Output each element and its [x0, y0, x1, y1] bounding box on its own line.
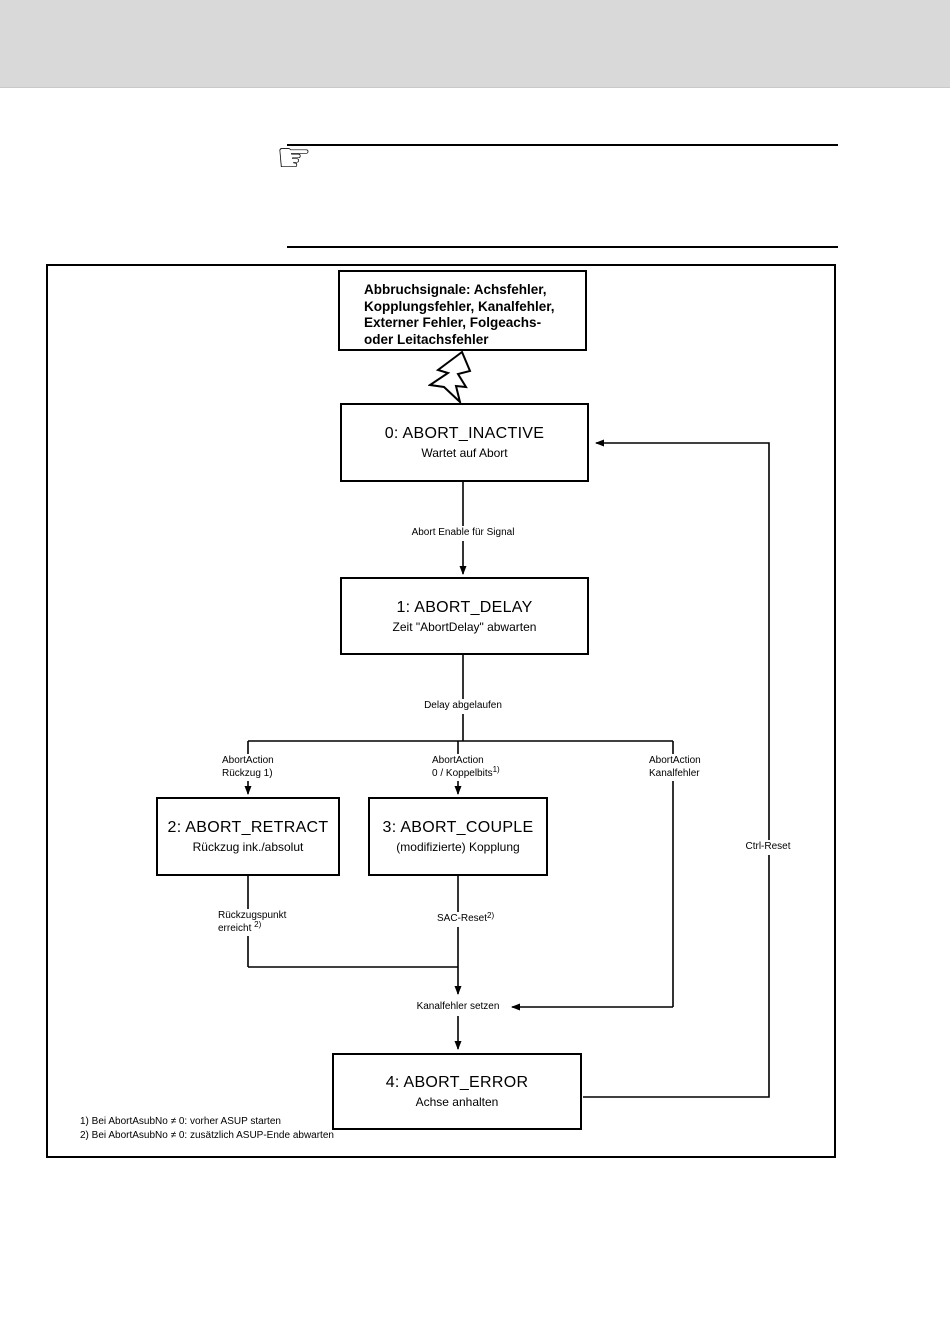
label-line: AbortAction — [432, 755, 484, 766]
state-subtitle: Wartet auf Abort — [421, 446, 508, 460]
note-rule-top — [287, 144, 838, 146]
manicule-icon: ☞ — [276, 135, 312, 181]
label-rueckzugspunkt-erreicht: Rückzugspunkt erreicht 2) — [215, 909, 290, 936]
state-subtitle: (modifizierte) Kopplung — [396, 840, 520, 854]
label-abortaction-kanalfehler: AbortAction Kanalfehler — [646, 754, 704, 781]
label-line: 0 / Koppelbits — [432, 767, 493, 779]
label-abort-enable: Abort Enable für Signal — [408, 526, 518, 541]
state-title: 1: ABORT_DELAY — [396, 598, 533, 616]
label-line: erreicht — [218, 922, 252, 934]
state-box-abort-error: 4: ABORT_ERROR Achse anhalten — [332, 1053, 582, 1130]
label-line: SAC-Reset — [437, 913, 488, 924]
footnote-1: 1) Bei AbortAsubNo ≠ 0: vorher ASUP star… — [80, 1116, 281, 1127]
state-subtitle: Zeit "AbortDelay" abwarten — [392, 619, 537, 634]
state-subtitle: Achse anhalten — [415, 1095, 499, 1109]
label-delay-abgelaufen: Delay abgelaufen — [421, 699, 505, 714]
label-abortaction-rueckzug: AbortAction Rückzug 1) — [219, 754, 277, 781]
label-line: Rückzug 1) — [222, 767, 273, 779]
page-gap-band — [0, 0, 950, 88]
abort-signals-box: Abbruchsignale: Achsfehler, Kopplungsfeh… — [338, 270, 587, 351]
lightning-bolt-icon — [428, 351, 472, 403]
label-abortaction-koppelbits: AbortAction 0 / Koppelbits1) — [429, 754, 503, 781]
label-kanalfehler-setzen: Kanalfehler setzen — [413, 1000, 503, 1015]
label-line: Kanalfehler — [649, 767, 700, 779]
label-sac-reset: SAC-Reset2) — [434, 910, 498, 927]
label-line: Rückzugspunkt — [218, 910, 287, 921]
state-title: 2: ABORT_RETRACT — [167, 819, 329, 836]
state-title: 4: ABORT_ERROR — [385, 1074, 529, 1091]
state-box-abort-inactive: 0: ABORT_INACTIVE Wartet auf Abort — [340, 403, 589, 482]
footnote-ref: 2) — [487, 910, 495, 920]
state-box-abort-delay: 1: ABORT_DELAY Zeit "AbortDelay" abwarte… — [340, 577, 589, 655]
state-title: 3: ABORT_COUPLE — [382, 819, 534, 836]
label-line: AbortAction — [222, 755, 274, 766]
footnote-2: 2) Bei AbortAsubNo ≠ 0: zusätzlich ASUP-… — [80, 1130, 334, 1141]
footnote-ref: 2) — [254, 920, 262, 929]
label-ctrl-reset: Ctrl-Reset — [742, 840, 794, 855]
state-box-abort-couple: 3: ABORT_COUPLE (modifizierte) Kopplung — [368, 797, 548, 876]
state-title: 0: ABORT_INACTIVE — [384, 425, 545, 442]
state-subtitle: Rückzug ink./absolut — [192, 840, 304, 854]
footnotes: 1) Bei AbortAsubNo ≠ 0: vorher ASUP star… — [80, 1115, 334, 1143]
note-rule-bottom — [287, 246, 838, 248]
footnote-ref: 1) — [492, 765, 500, 774]
state-box-abort-retract: 2: ABORT_RETRACT Rückzug ink./absolut — [156, 797, 340, 876]
label-line: AbortAction — [649, 755, 701, 766]
